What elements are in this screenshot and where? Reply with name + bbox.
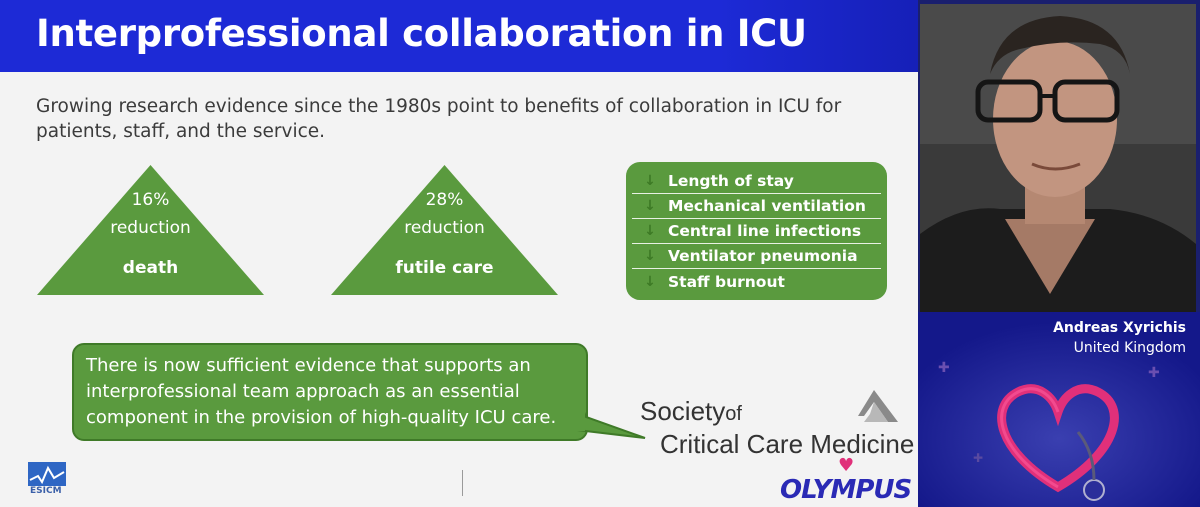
down-arrow-icon: ↓: [644, 223, 656, 239]
heart-icon: ♥: [838, 455, 855, 476]
stat-percent: 16%: [131, 190, 170, 210]
svg-text:✚: ✚: [1148, 365, 1160, 381]
sccm-line2: Critical Care Medicine: [660, 429, 915, 459]
outcome-item: ↓ Ventilator pneumonia: [632, 244, 881, 269]
stethoscope-heart-icon: ✚ ✚ ✚: [918, 312, 1200, 507]
outcome-label: Ventilator pneumonia: [668, 247, 858, 265]
evidence-callout: There is now sufficient evidence that su…: [72, 343, 588, 441]
stat-triangle-futile-care: 28% reduction futile care: [331, 165, 558, 295]
outcome-item: ↓ Staff burnout: [632, 269, 881, 294]
speaker-video: [920, 4, 1196, 312]
stat-percent: 28%: [425, 190, 464, 210]
sccm-of: of: [725, 403, 742, 425]
presentation-slide: Interprofessional collaboration in ICU G…: [0, 0, 918, 507]
intro-text: Growing research evidence since the 1980…: [36, 96, 842, 142]
speaker-country: United Kingdom: [1073, 340, 1186, 356]
speaker-name: Andreas Xyrichis: [1053, 320, 1186, 336]
outcome-label: Central line infections: [668, 222, 862, 240]
outcome-item: ↓ Mechanical ventilation: [632, 194, 881, 219]
down-arrow-icon: ↓: [644, 173, 656, 189]
stat-triangle-death: 16% reduction death: [37, 165, 264, 295]
olympus-logo: OLYMPUS: [780, 475, 912, 505]
down-arrow-icon: ↓: [644, 248, 656, 264]
slide-title: Interprofessional collaboration in ICU: [36, 12, 807, 55]
speaker-panel: ✚ ✚ ✚ Andreas Xyrichis United Kingdom: [918, 312, 1200, 507]
outcomes-list: ↓ Length of stay ↓ Mechanical ventilatio…: [626, 162, 887, 300]
outcome-item: ↓ Central line infections: [632, 219, 881, 244]
triangle-shape: [37, 165, 264, 295]
slide-header: Interprofessional collaboration in ICU: [0, 0, 918, 72]
down-arrow-icon: ↓: [644, 198, 656, 214]
speaker-avatar: [920, 4, 1196, 312]
callout-tail: [577, 395, 646, 439]
stat-reduction: reduction: [404, 218, 485, 238]
footer-divider: [462, 470, 463, 496]
svg-text:✚: ✚: [938, 360, 950, 376]
outcome-label: Length of stay: [668, 172, 794, 190]
stat-label: death: [122, 258, 179, 278]
triangle-shape: [331, 165, 558, 295]
down-arrow-icon: ↓: [644, 273, 656, 290]
sccm-wordmark: Societyof Critical Care Medicine: [640, 396, 914, 459]
outcome-item: ↓ Length of stay: [632, 169, 881, 194]
stat-label: futile care: [395, 258, 494, 278]
outcome-label: Mechanical ventilation: [668, 197, 866, 215]
stat-reduction: reduction: [110, 218, 191, 238]
svg-text:✚: ✚: [973, 451, 983, 465]
esicm-label: ESICM: [30, 486, 62, 496]
esicm-logo-icon: [28, 462, 66, 486]
sccm-logo-icon: [858, 390, 898, 422]
outcome-label: Staff burnout: [668, 272, 785, 291]
sccm-society: Society: [640, 396, 726, 426]
